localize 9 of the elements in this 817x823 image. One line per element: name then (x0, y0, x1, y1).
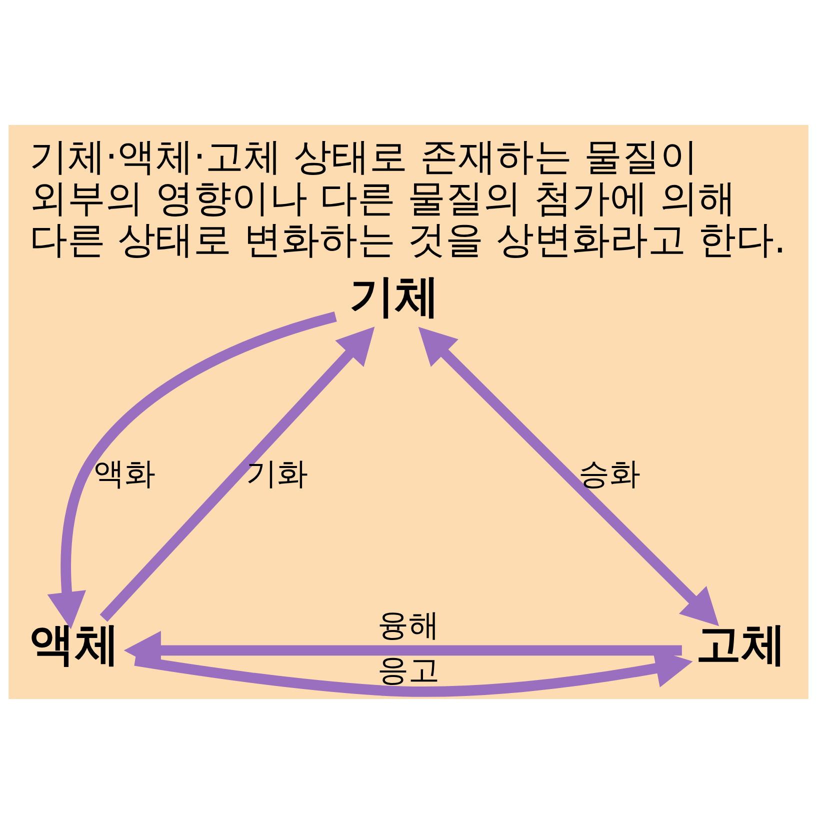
edge-label: 기화 (246, 456, 308, 492)
edge-label: 융해 (378, 607, 440, 644)
node-text: 기체 (350, 269, 440, 322)
edge-label: 응고 (378, 652, 440, 688)
node-text: 액체 (29, 617, 120, 670)
edge-label: 승화 (578, 456, 640, 492)
node-text: 고체 (696, 617, 786, 670)
diagram-title: 기체·액체·고체 상태로 존재하는 물질이 외부의 영향이나 다른 물질의 첨가에 의해 다른 상태로 변화하는 것을 상변화라고 한다. (29, 134, 786, 261)
edge-label: 액화 (94, 456, 156, 492)
